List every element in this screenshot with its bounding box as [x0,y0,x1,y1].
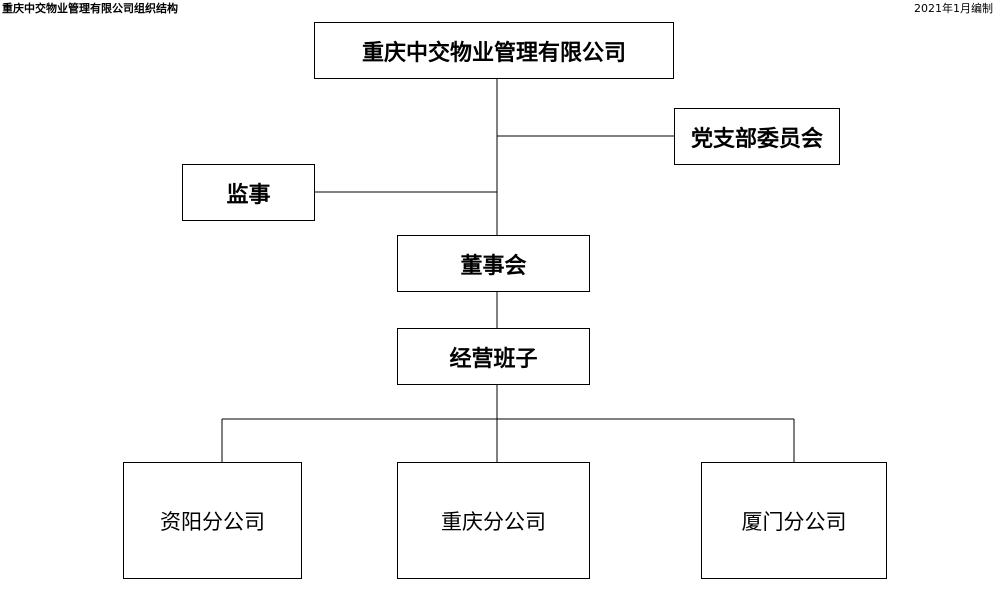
diagram-caption-date: 2021年1月编制 [914,2,993,15]
node-party-committee-label: 党支部委员会 [690,125,823,152]
node-supervisor-label: 监事 [226,181,271,208]
node-company: 重庆中交物业管理有限公司 [314,22,674,79]
node-supervisor: 监事 [182,164,315,221]
diagram-caption-title: 重庆中交物业管理有限公司组织结构 [2,2,178,15]
node-management: 经营班子 [397,328,590,385]
node-branch-chongqing: 重庆分公司 [397,462,590,579]
node-management-label: 经营班子 [449,345,538,372]
node-branch-ziyang-label: 资阳分公司 [160,509,265,534]
node-branch-xiamen-label: 厦门分公司 [741,509,847,534]
node-company-label: 重庆中交物业管理有限公司 [361,39,626,66]
node-board: 董事会 [397,235,590,292]
node-board-label: 董事会 [460,252,527,279]
node-branch-xiamen: 厦门分公司 [701,462,887,579]
node-branch-ziyang: 资阳分公司 [123,462,302,579]
node-party-committee: 党支部委员会 [674,108,840,165]
node-branch-chongqing-label: 重庆分公司 [441,509,546,534]
